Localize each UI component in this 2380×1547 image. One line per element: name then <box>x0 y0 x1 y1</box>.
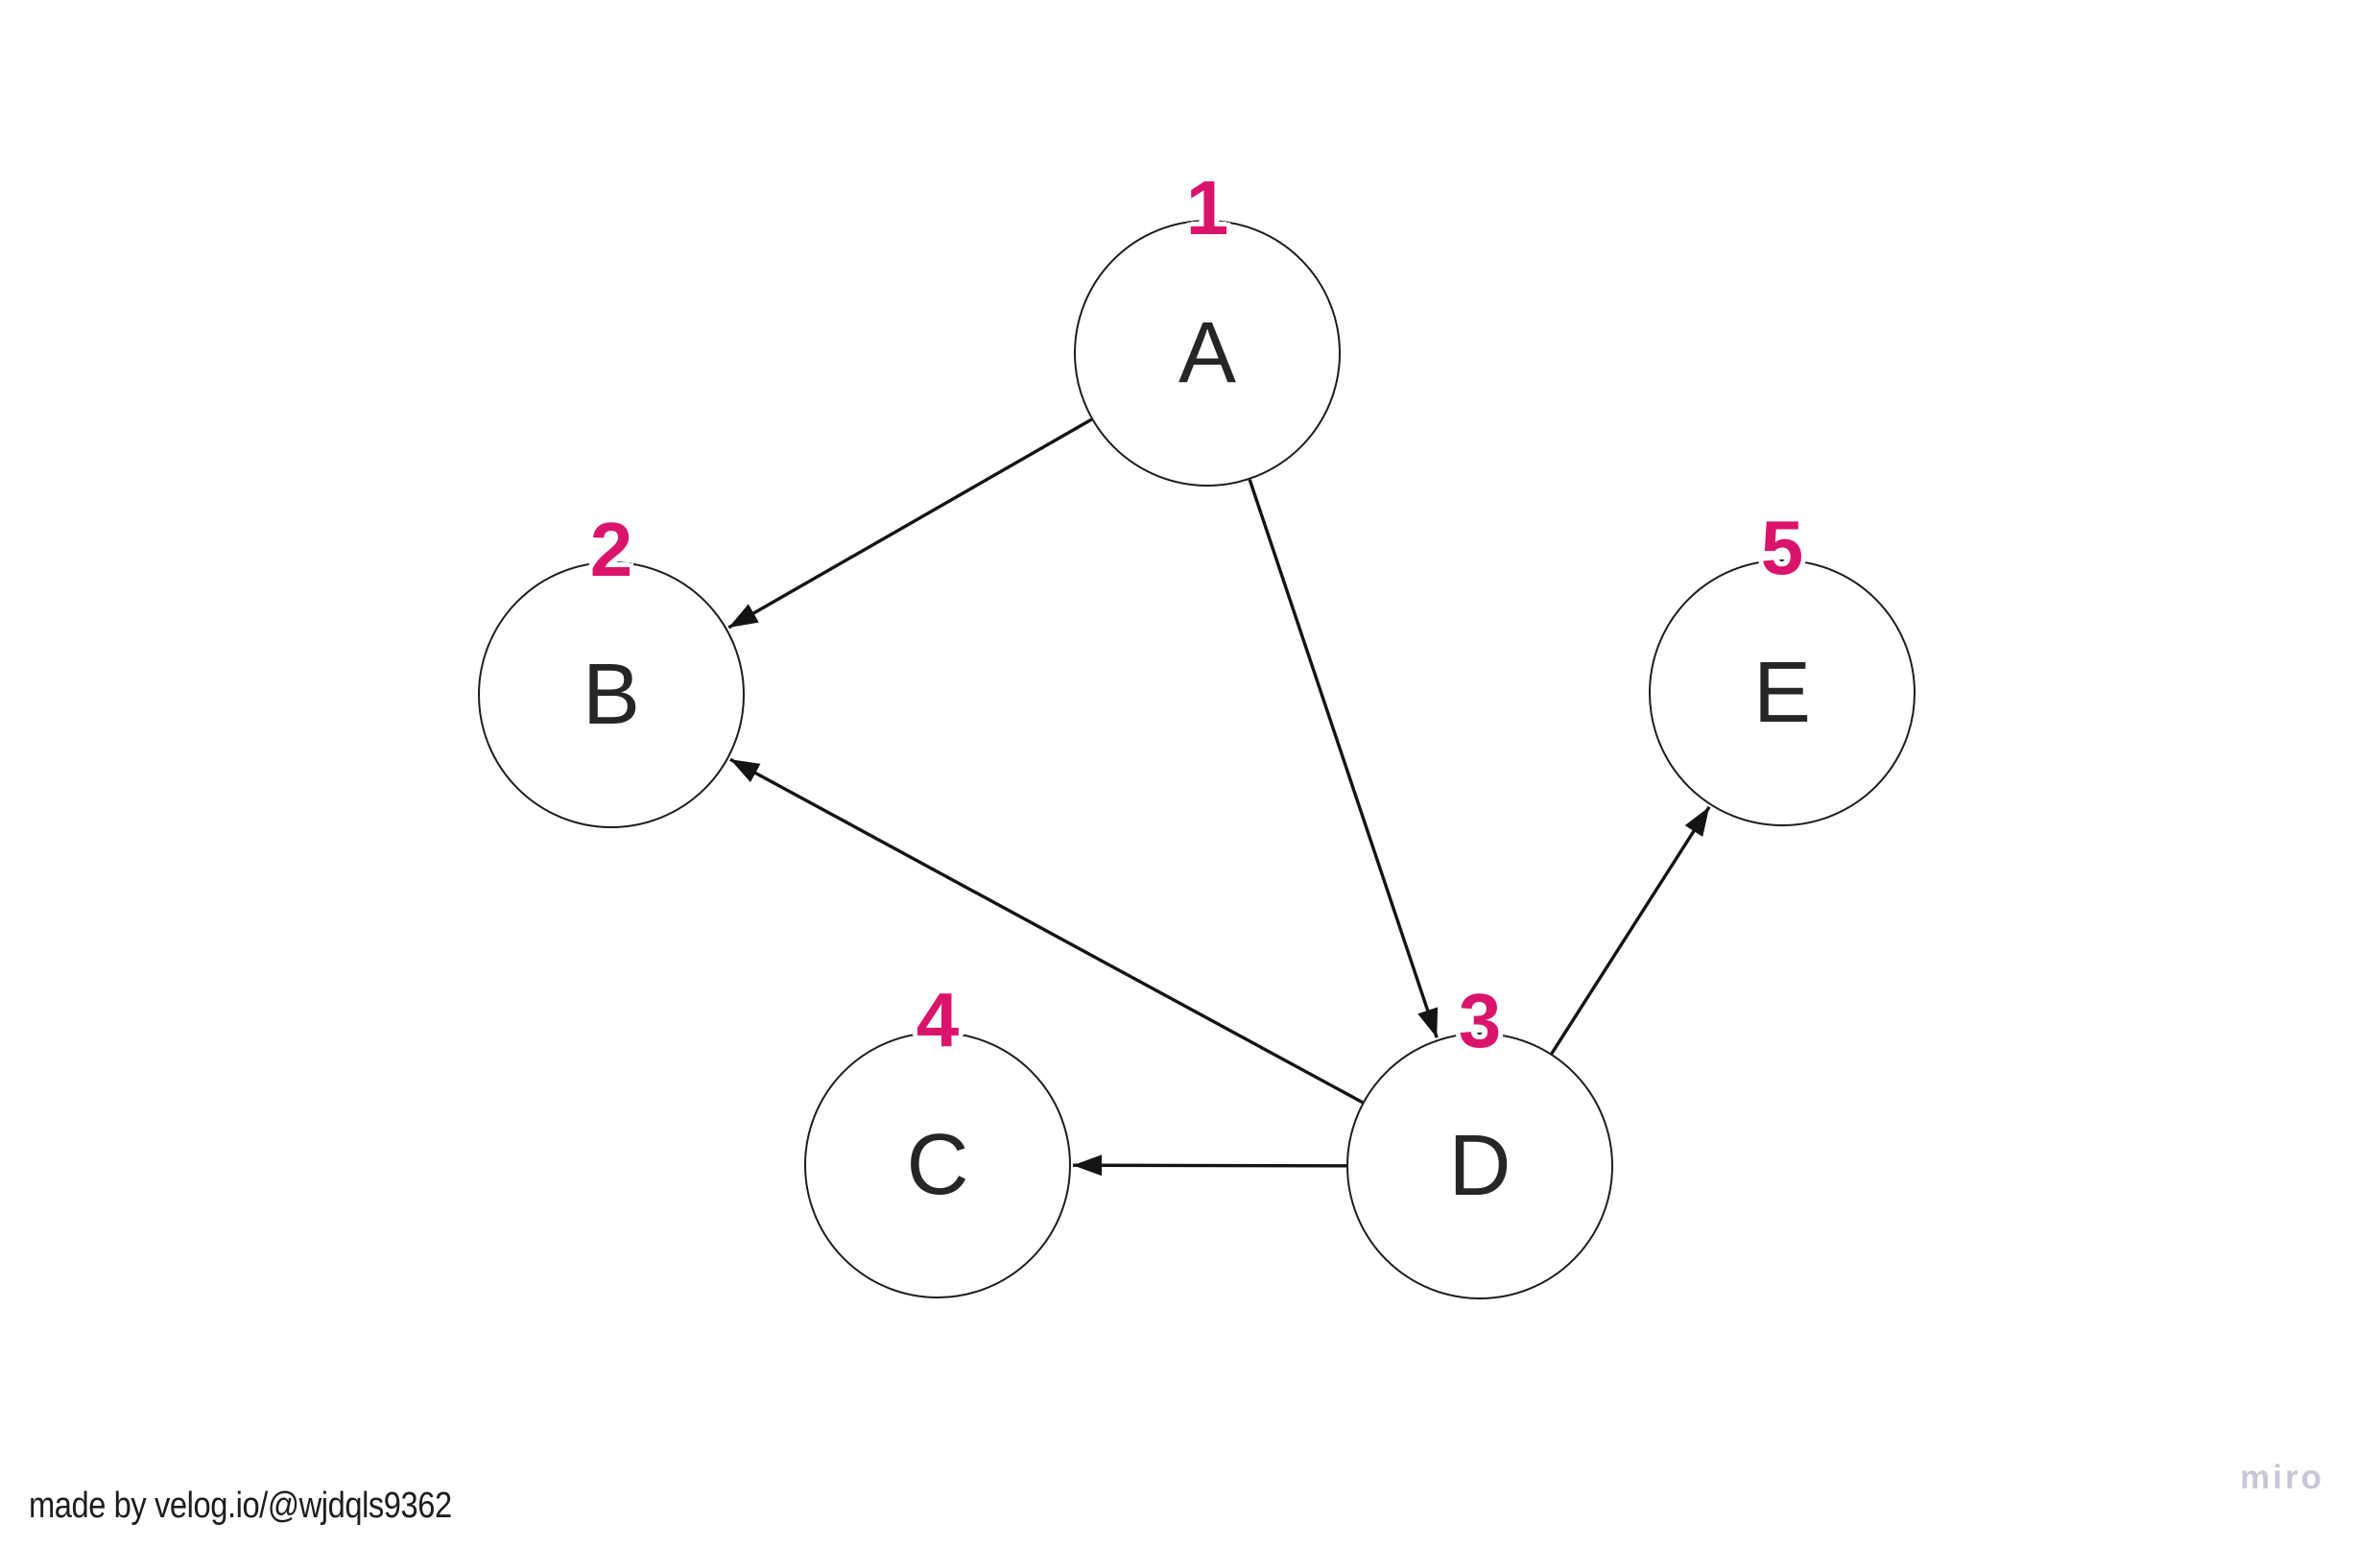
node-label-D: D <box>1448 1118 1511 1214</box>
edge-D-C[interactable] <box>1072 1154 1347 1177</box>
node-label-A: A <box>1178 305 1237 401</box>
node-B[interactable]: B <box>478 561 745 828</box>
node-E[interactable]: E <box>1649 559 1916 826</box>
miro-watermark: miro <box>2240 1459 2324 1496</box>
node-A[interactable]: A <box>1074 220 1341 487</box>
node-label-E: E <box>1752 645 1812 741</box>
visit-order-A[interactable]: 1 <box>1185 165 1229 250</box>
visit-order-C[interactable]: 4 <box>916 977 960 1062</box>
visit-order-D[interactable]: 3 <box>1458 978 1502 1063</box>
node-label-C: C <box>906 1117 969 1213</box>
edge-D-B[interactable] <box>729 757 1364 1105</box>
node-label-B: B <box>582 647 641 743</box>
credit-text: made by velog.io/@wjdqls9362 <box>29 1486 452 1526</box>
node-C[interactable]: C <box>804 1032 1071 1298</box>
edge-D-E[interactable] <box>1550 805 1711 1055</box>
edge-A-D[interactable] <box>1248 479 1439 1038</box>
edge-A-B[interactable] <box>727 417 1093 630</box>
visit-order-B[interactable]: 2 <box>589 507 633 592</box>
node-D[interactable]: D <box>1346 1033 1613 1299</box>
visit-order-E[interactable]: 5 <box>1760 505 1804 590</box>
